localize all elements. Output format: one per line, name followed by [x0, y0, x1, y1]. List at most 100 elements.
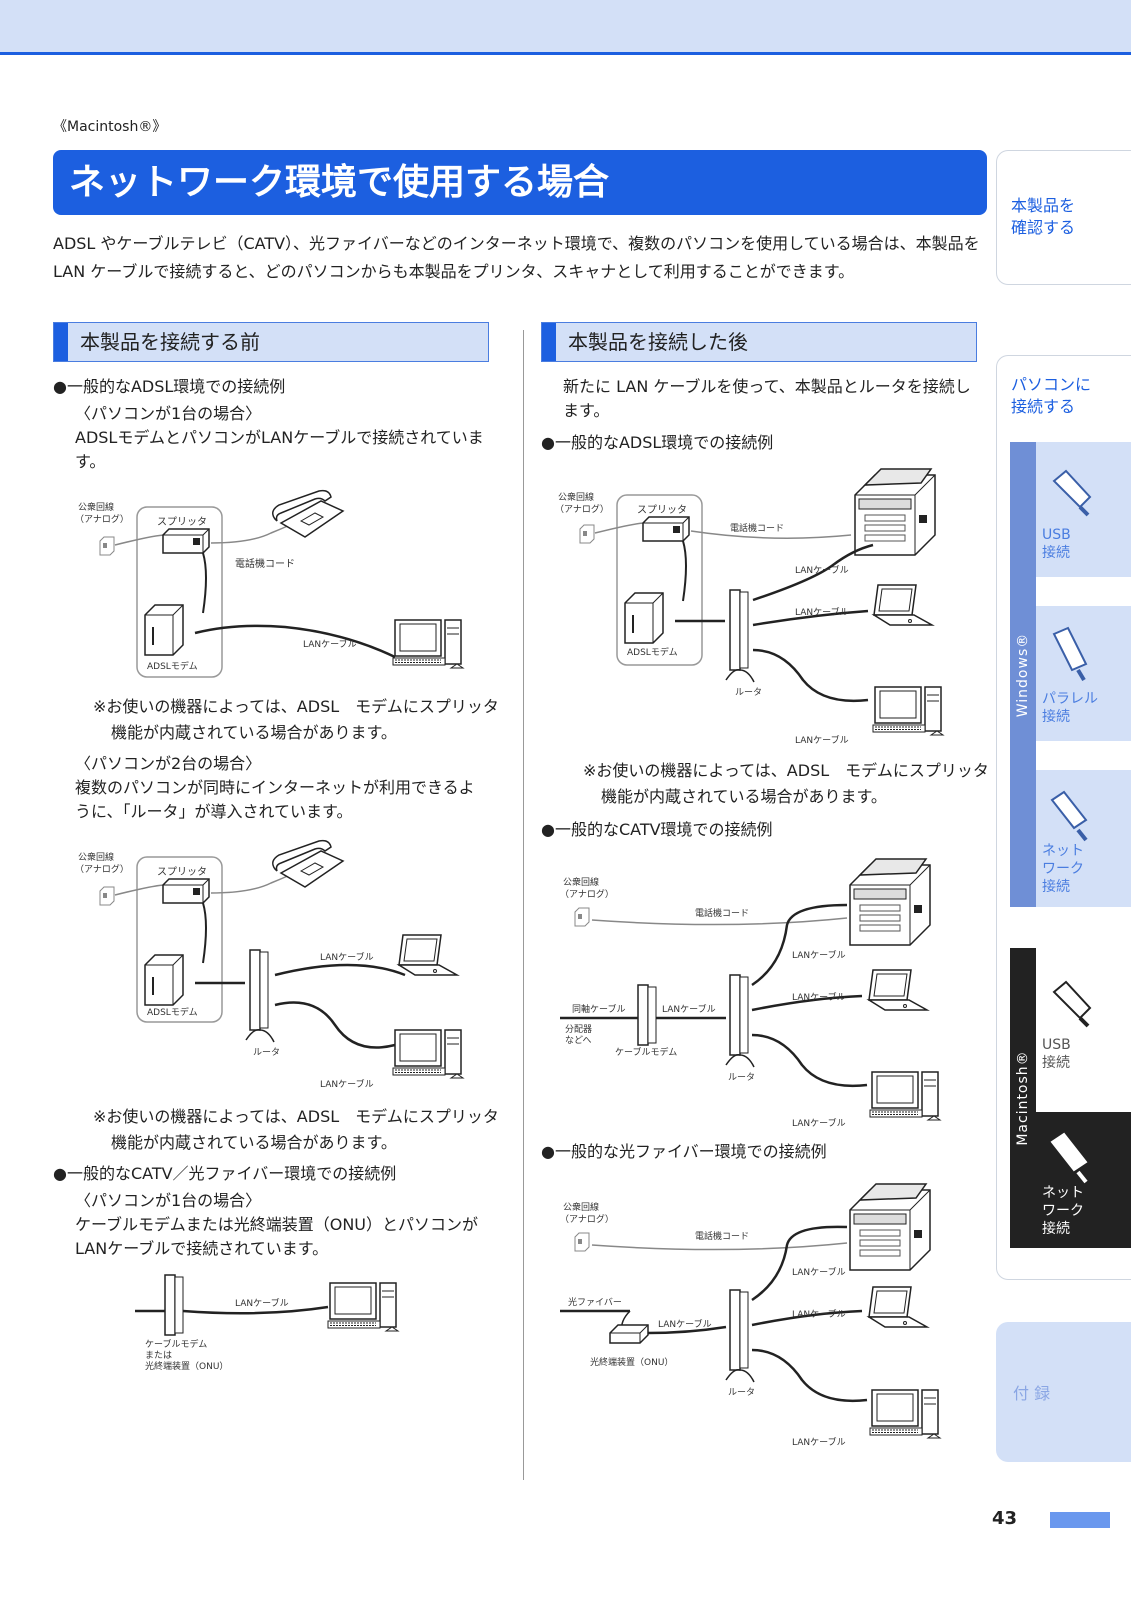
label-lan-cable: LANケーブル [792, 1308, 846, 1320]
two-pc-title: 〈パソコンが2台の場合〉 [75, 754, 262, 773]
one-pc-desc: ADSLモデムとパソコンがLANケーブルで接続されています。 [75, 428, 484, 471]
label-router: ルータ [728, 1072, 755, 1083]
router-icon [725, 589, 755, 683]
note-2: ※お使いの機器によっては、ADSL モデムにスプリッタ機能が内蔵されている場合が… [93, 1107, 499, 1152]
label-cable-modem: ケーブルモデム [145, 1338, 207, 1350]
label-lan-cable: LANケーブル [795, 564, 849, 576]
breadcrumb: 《Macintosh®》 [53, 119, 167, 135]
desktop-pc-icon [392, 1029, 464, 1079]
sidebar-item-mac-network[interactable]: ネットワーク接続 [1036, 1112, 1131, 1248]
label-router: ルータ [253, 1047, 280, 1058]
win-network-label: ネットワーク接続 [1042, 843, 1084, 895]
label-lan-cable: LANケーブル [658, 1318, 712, 1330]
section-heading-before: 本製品を接続する前 [53, 322, 489, 362]
adsl-bullet-left: ●一般的なADSL環境での接続例 [53, 377, 286, 396]
desktop-pc-icon [869, 1389, 941, 1439]
fiber-bullet-right: ●一般的な光ファイバー環境での接続例 [541, 1142, 827, 1161]
sidebar-item-win-network[interactable]: ネットワーク接続 [1036, 770, 1131, 907]
label-lan-cable: LANケーブル [320, 1078, 374, 1090]
splitter-box [136, 506, 223, 678]
splitter-icon [162, 528, 210, 554]
label-public-line: 公衆回線 [563, 876, 599, 888]
network-cable-icon [1050, 1132, 1088, 1184]
catv-one-pc-title: 〈パソコンが1台の場合〉 [75, 1191, 262, 1210]
phone-icon [272, 489, 344, 538]
label-phone-cord: 電話機コード [730, 522, 784, 534]
tab-appendix-label: 付 録 [1013, 1384, 1051, 1403]
adsl-bullet-right: ●一般的なADSL環境での接続例 [541, 433, 774, 452]
label-onu: 光終端装置（ONU） [145, 1360, 228, 1372]
top-band [0, 0, 1131, 55]
adsl-modem-icon [144, 604, 184, 656]
mac-group-label: Macintosh® [1010, 948, 1036, 1248]
label-analog: （アナログ） [75, 513, 129, 525]
label-lan-cable: LANケーブル [792, 949, 846, 961]
note-1: ※お使いの機器によっては、ADSL モデムにスプリッタ機能が内蔵されている場合が… [93, 697, 499, 742]
label-lan-cable: LANケーブル [235, 1297, 289, 1309]
diagram-fiber-after: 公衆回線 （アナログ） 電話機コード 光ファイバー 光終端装置（ONU） LAN… [560, 1183, 941, 1448]
label-lan-cable: LANケーブル [792, 991, 846, 1003]
phone-jack-icon [99, 536, 115, 556]
laptop-icon [873, 584, 933, 626]
parallel-cable-icon [1052, 626, 1088, 681]
diagram-adsl-one-pc: 公衆回線 （アナログ） スプリッタ 電話機コード ADSLモデム LANケーブル [75, 489, 464, 678]
tab-appendix[interactable]: 付 録 [996, 1322, 1131, 1462]
label-analog: （アナログ） [560, 888, 614, 900]
router-icon [725, 974, 755, 1068]
desktop-pc-icon [327, 1282, 399, 1332]
catv-one-pc-block: 〈パソコンが1台の場合〉 ケーブルモデムまたは光終端装置（ONU）とパソコンがL… [75, 1189, 490, 1261]
laptop-icon [868, 1286, 928, 1328]
label-lan-cable: LANケーブル [320, 951, 374, 963]
label-adsl-modem: ADSLモデム [627, 646, 678, 658]
page-title: ネットワーク環境で使用する場合 [53, 150, 987, 215]
label-lan-cable: LANケーブル [662, 1003, 716, 1015]
adsl-modem-icon [624, 592, 664, 644]
laptop-icon [868, 969, 928, 1011]
one-pc-title: 〈パソコンが1台の場合〉 [75, 404, 262, 423]
desktop-pc-icon [392, 619, 464, 669]
diagram-adsl-after: 公衆回線 （アナログ） スプリッタ 電話機コード ADSLモデム ルータ LAN… [555, 468, 944, 746]
splitter-box [136, 856, 223, 1023]
tab-connect-pc-label: パソコンに接続する [1011, 375, 1092, 416]
label-phone-cord: 電話機コード [695, 907, 749, 919]
laptop-icon [398, 934, 458, 976]
mac-network-label: ネットワーク接続 [1042, 1185, 1084, 1237]
label-public-line: 公衆回線 [78, 501, 114, 513]
label-splitter: スプリッタ [157, 866, 207, 878]
label-public-line: 公衆回線 [78, 851, 114, 863]
mfp-printer-icon [854, 468, 936, 556]
splitter-icon [642, 516, 690, 542]
desktop-pc-icon [872, 686, 944, 736]
usb-cable-icon [1052, 469, 1092, 517]
label-lan-cable: LANケーブル [795, 606, 849, 618]
label-coax: 同軸ケーブル [572, 1003, 625, 1015]
windows-group-label: Windows® [1010, 442, 1036, 907]
splitter-icon [162, 878, 210, 904]
label-phone-cord: 電話機コード [695, 1230, 749, 1242]
page-number-bar [1050, 1512, 1110, 1528]
label-onu: 光終端装置（ONU） [590, 1356, 673, 1368]
win-parallel-label: パラレル接続 [1042, 691, 1098, 725]
tab-connect-pc[interactable]: パソコンに接続する [996, 355, 1131, 1280]
tab-confirm-product[interactable]: 本製品を確認する [996, 150, 1131, 285]
sidebar-item-win-parallel[interactable]: パラレル接続 [1036, 606, 1131, 741]
two-pc-desc: 複数のパソコンが同時にインターネットが利用できるように、「ルータ」が導入されてい… [75, 778, 475, 821]
cable-modem-icon [164, 1274, 176, 1336]
column-divider [523, 330, 524, 1480]
label-router: ルータ [735, 687, 762, 698]
onu-icon [609, 1324, 649, 1344]
one-pc-block: 〈パソコンが1台の場合〉 ADSLモデムとパソコンがLANケーブルで接続されてい… [75, 402, 490, 474]
catv-bullet-left: ●一般的なCATV／光ファイバー環境での接続例 [53, 1164, 397, 1183]
splitter-box [616, 494, 703, 666]
label-adsl-modem: ADSLモデム [147, 1006, 198, 1018]
label-distributor: 分配器 [565, 1024, 592, 1035]
label-lan-cable: LANケーブル [795, 734, 849, 746]
phone-jack-icon [574, 907, 590, 927]
label-adsl-modem: ADSLモデム [147, 660, 198, 672]
tab-confirm-product-label: 本製品を確認する [1011, 196, 1076, 237]
label-lan-cable: LANケーブル [792, 1266, 846, 1278]
label-phone-cord: 電話機コード [235, 557, 295, 570]
